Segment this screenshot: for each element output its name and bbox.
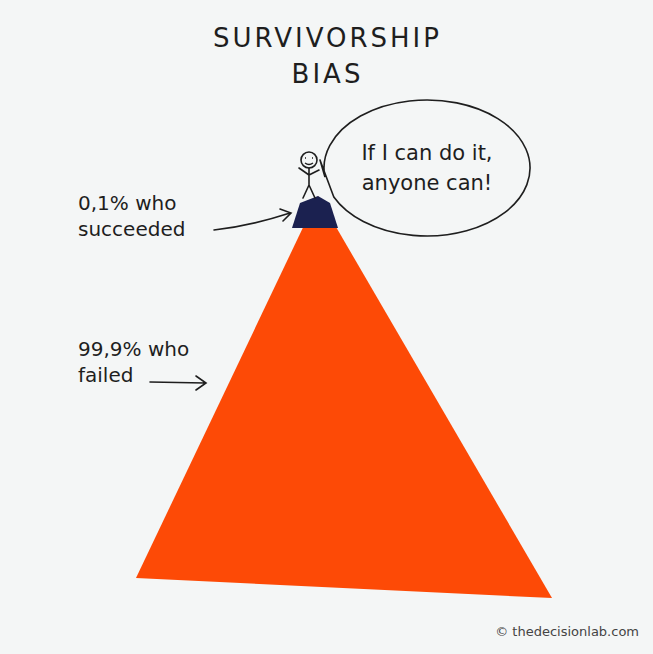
speech-text: If I can do it, anyone can! <box>350 138 504 198</box>
figure-face <box>305 158 313 165</box>
success-tip <box>292 196 338 228</box>
bubble-shape <box>320 100 530 236</box>
title: SURVIVORSHIP BIAS <box>190 20 465 92</box>
failure-triangle <box>136 196 552 598</box>
bubble-outline <box>322 98 532 238</box>
speech-bubble: If I can do it, anyone can! <box>322 98 532 238</box>
figure-body <box>299 168 319 198</box>
watermark: © thedecisionlab.com <box>495 624 639 639</box>
leader-arrow <box>214 209 291 230</box>
leader-arrow <box>150 376 206 390</box>
failure-label: 99,9% who failed <box>78 336 198 388</box>
bubble-text-group: If I can do it, anyone can! <box>350 138 504 198</box>
figure-head <box>301 152 317 168</box>
success-label: 0,1% who succeeded <box>78 190 208 242</box>
